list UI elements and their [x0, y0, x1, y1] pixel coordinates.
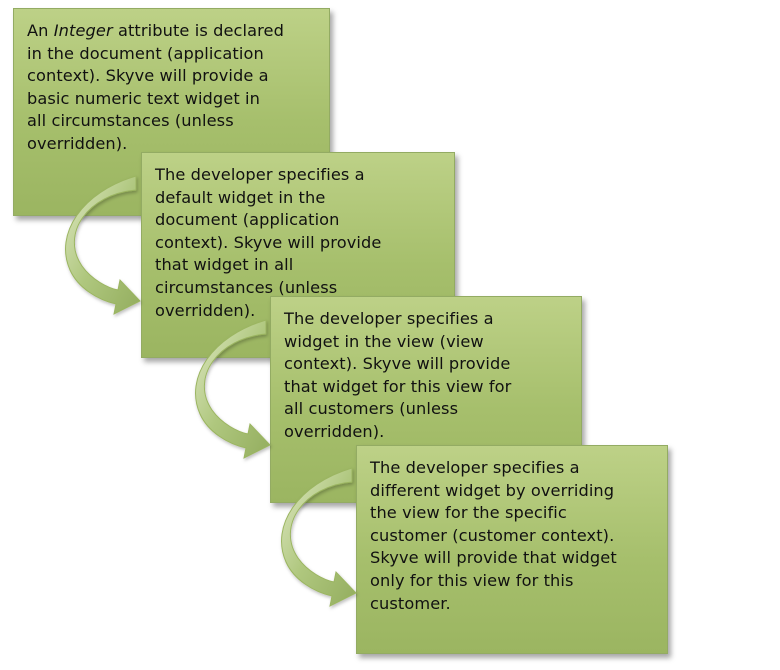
step-4-box: The developer specifies a different widg…: [356, 445, 668, 654]
step-4-text: The developer specifies a different widg…: [370, 458, 617, 613]
step-2-text: The developer specifies a default widget…: [155, 165, 382, 320]
step-1-text: An Integer attribute is declared in the …: [27, 21, 284, 153]
step-1-italic-term: Integer: [53, 21, 113, 40]
step-3-text: The developer specifies a widget in the …: [284, 309, 512, 441]
